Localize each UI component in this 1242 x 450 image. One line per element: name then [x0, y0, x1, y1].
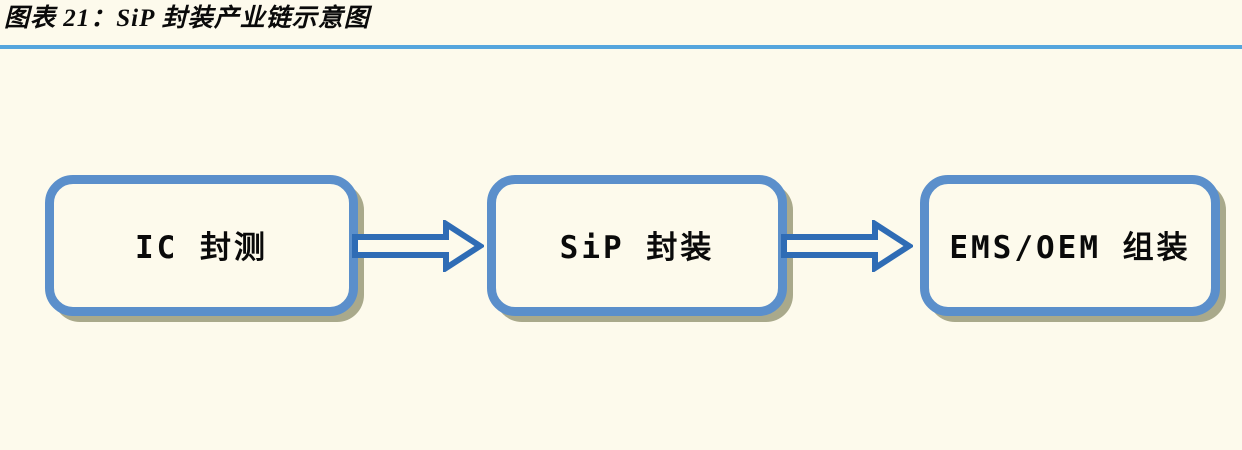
process-node-label: IC 封测: [135, 230, 268, 266]
figure-header: 图表 21：SiP 封装产业链示意图: [0, 0, 1242, 52]
process-node-sip-package[interactable]: SiP 封装: [487, 175, 787, 316]
process-node-ic-test[interactable]: IC 封测: [45, 175, 358, 316]
title-divider: [0, 45, 1242, 49]
supply-chain-diagram: IC 封测 SiP 封装 EMS/OEM 组装: [0, 52, 1242, 450]
process-node-ems-oem-assembly[interactable]: EMS/OEM 组装: [920, 175, 1220, 316]
figure-title: 图表 21：SiP 封装产业链示意图: [4, 5, 370, 32]
right-block-arrow-icon: [781, 218, 915, 277]
right-block-arrow-icon: [352, 218, 486, 277]
process-node-label: SiP 封装: [559, 230, 715, 266]
process-node-label: EMS/OEM 组装: [949, 230, 1191, 266]
